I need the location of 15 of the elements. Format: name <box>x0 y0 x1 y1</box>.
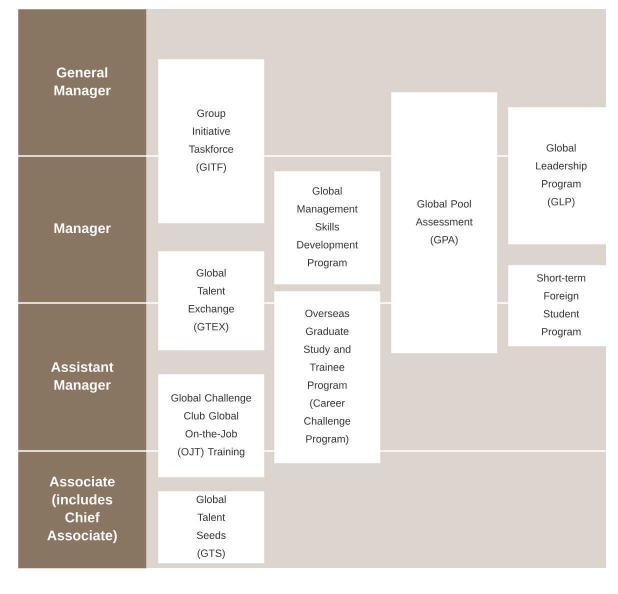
level-band: Assistant Manager <box>18 303 146 452</box>
program-box: Global Challenge Club Global On-the-Job (OJT) Training <box>158 374 264 478</box>
node-label: Short-term Foreign Student Program <box>536 274 586 338</box>
program-box: Overseas Graduate Study and Trainee Program (Career Challenge Program) <box>274 291 380 464</box>
program-box: Global Leadership Program (GLP) <box>508 107 614 244</box>
level-band: Associate (includes Chief Associate) <box>18 451 146 568</box>
program-box: Global Talent Seeds (GTS) <box>158 491 264 564</box>
node-label: Global Leadership Program (GLP) <box>536 144 587 208</box>
program-box: Global Talent Exchange (GTEX) <box>158 251 264 350</box>
program-box: Short-term Foreign Student Program <box>508 265 614 346</box>
level-band: General Manager <box>18 9 146 156</box>
level-band: Manager <box>18 156 146 304</box>
program-box: Group Initiative Taskforce (GITF) <box>158 59 264 224</box>
program-box: Global Management Skills Development Program <box>274 171 380 284</box>
program-box: Global Pool Assessment (GPA) <box>391 92 498 354</box>
